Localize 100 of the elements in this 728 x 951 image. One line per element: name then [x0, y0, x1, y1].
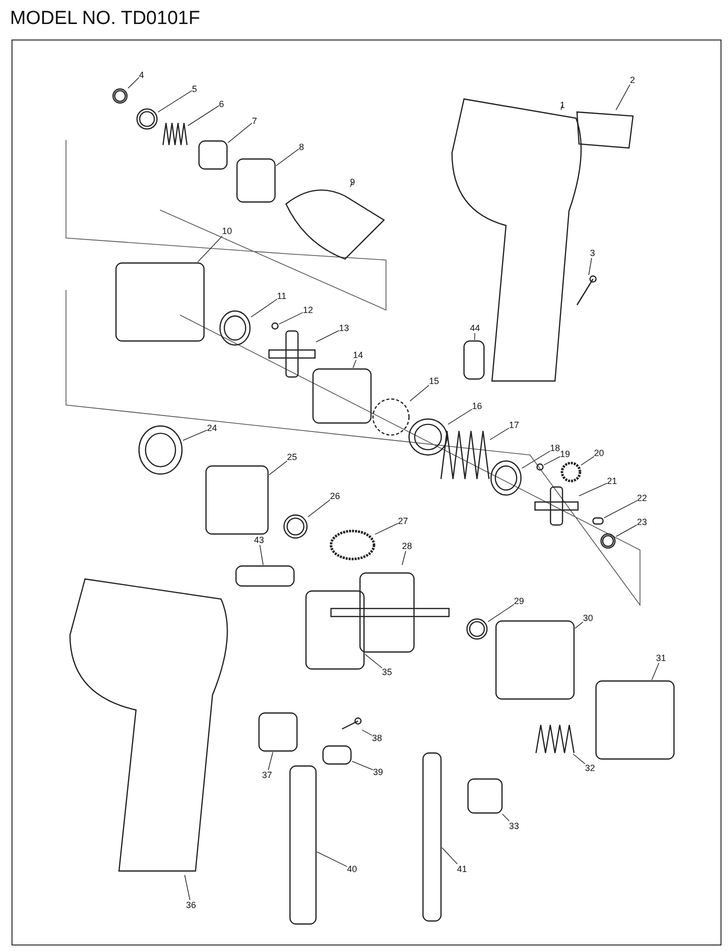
unit-part [305, 590, 365, 670]
callout-number: 30 [583, 613, 594, 623]
ring-part [408, 418, 448, 456]
callout-number: 20 [594, 448, 604, 458]
label-plate-part [575, 110, 635, 150]
callout-number: 29 [514, 596, 524, 606]
screw-part [575, 275, 597, 307]
leader-line [574, 622, 584, 629]
callout-number: 8 [299, 142, 304, 152]
leader-line [448, 408, 472, 425]
callout-number: 9 [350, 177, 356, 187]
leader-line [544, 456, 560, 466]
leader-line [616, 524, 638, 537]
ring-part [490, 460, 522, 496]
leader-line [364, 654, 382, 668]
spring-part [535, 724, 575, 754]
callout-number: 1 [560, 100, 566, 110]
pin-part [592, 517, 604, 525]
callout-number: 6 [219, 99, 224, 109]
leader-line [350, 182, 353, 188]
callout-number: 17 [509, 420, 520, 430]
ring-part [600, 533, 616, 549]
leader-line [522, 450, 550, 469]
callout-number: 13 [339, 323, 350, 333]
leader-line [268, 752, 274, 770]
cap-part [322, 745, 352, 765]
screw-part [340, 717, 362, 731]
leader-line [197, 236, 223, 262]
callout-number: 36 [186, 900, 196, 910]
ring-part [136, 108, 158, 130]
ring-part [138, 425, 183, 475]
spring-part [440, 430, 490, 480]
shaft-part [534, 486, 579, 526]
callout-number: 4 [139, 70, 144, 80]
gear-part [330, 530, 375, 560]
leader-line [268, 460, 288, 476]
callout-number: 43 [254, 535, 264, 545]
leader-line [228, 122, 252, 144]
sleeve-part [495, 620, 575, 700]
callout-number: 37 [262, 770, 272, 780]
callout-number: 11 [277, 291, 286, 301]
ball-set-part [372, 398, 410, 436]
leader-line [352, 360, 356, 368]
leader-line [278, 312, 304, 324]
leader-line [474, 332, 476, 340]
steel-ball-part [536, 463, 544, 471]
callout-number: 39 [373, 767, 384, 777]
callout-number: 24 [207, 423, 218, 433]
cap-part [467, 778, 503, 814]
ring-part [219, 310, 251, 346]
callout-number: 35 [382, 667, 392, 677]
callout-number: 12 [303, 305, 314, 315]
callout-number: 25 [287, 452, 298, 462]
sleeve-part [115, 262, 205, 342]
sleeve-part [236, 158, 276, 203]
leader-line [560, 104, 563, 110]
leader-line [604, 500, 638, 518]
leader-line [259, 544, 264, 566]
gear-part [561, 462, 581, 482]
callout-number: 19 [560, 449, 570, 459]
leader-line [410, 384, 430, 402]
callout-number: 26 [330, 491, 340, 501]
unit-part [258, 712, 298, 752]
tube-part [422, 752, 442, 922]
sleeve-part [205, 465, 269, 535]
callout-number: 21 [607, 476, 618, 486]
leader-line [128, 77, 140, 89]
unit-part [235, 565, 295, 587]
leader-line [502, 814, 510, 822]
spring-part [162, 122, 188, 146]
leader-line [308, 499, 330, 518]
shaft-part [268, 330, 316, 378]
model-title: MODEL NO. TD0101F [10, 8, 200, 30]
callout-number: 23 [637, 517, 648, 527]
callout-number: 28 [402, 541, 412, 551]
callout-number: 32 [585, 763, 596, 773]
leader-line [442, 847, 458, 864]
callout-number: 27 [398, 516, 408, 526]
callout-number: 3 [590, 248, 596, 258]
leader-line [188, 105, 220, 126]
leader-line [588, 258, 592, 276]
sleeve-part [463, 340, 485, 380]
leader-line [184, 874, 190, 900]
leader-line [316, 330, 340, 342]
callout-number: 5 [192, 84, 198, 94]
ring-part [112, 88, 128, 104]
leader-line [158, 90, 192, 112]
leader-line [182, 430, 208, 441]
leader-line [374, 522, 398, 535]
callout-number: 7 [252, 116, 258, 126]
callout-number: 18 [550, 443, 560, 453]
leader-line [651, 662, 660, 680]
callout-number: 14 [353, 350, 364, 360]
callout-number: 15 [429, 376, 440, 386]
leader-line [352, 760, 374, 770]
tube-part [289, 765, 317, 925]
leader-line [250, 298, 278, 318]
callout-number: 31 [656, 653, 666, 663]
callout-number: 22 [637, 493, 648, 503]
callout-number: 40 [347, 864, 358, 874]
